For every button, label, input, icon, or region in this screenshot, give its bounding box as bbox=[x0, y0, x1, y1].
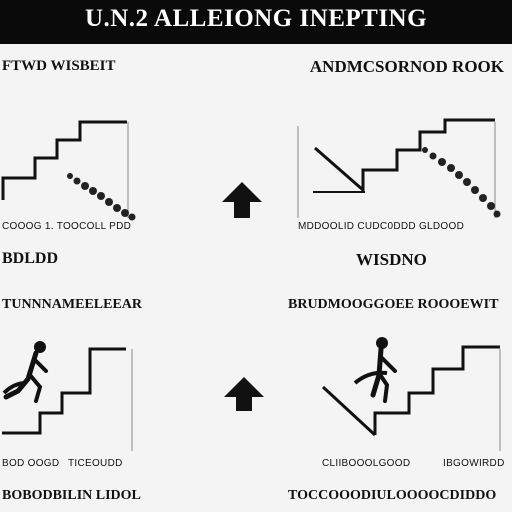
bottom-right-heading: BRUDMOOGGOEE ROOOEWIT bbox=[288, 297, 499, 312]
bottom-right-caption-b: IBGOWIRDD bbox=[443, 458, 505, 469]
footer-left: BOBODBILIN LIDOL bbox=[2, 488, 141, 503]
top-left-stair-diagram bbox=[1, 120, 136, 221]
banner-title: U.N.2 ALLEIONG INEPTING bbox=[84, 5, 428, 32]
bottom-left-heading: TUNNNAMEELEEARY bbox=[2, 297, 142, 312]
mid-left-label: BDLDD bbox=[2, 250, 59, 267]
person-climbing-icon bbox=[2, 341, 48, 403]
top-left-caption: COOOG 1. TOOCOLL PDD bbox=[2, 221, 132, 232]
top-right-stair-diagram bbox=[297, 118, 501, 218]
staircase-line bbox=[361, 118, 495, 192]
arrow-up-icon bbox=[224, 377, 264, 411]
bottom-left-stair-diagram bbox=[2, 341, 133, 451]
mid-right-label: WISDNO bbox=[356, 250, 427, 269]
dot-trail bbox=[67, 173, 136, 221]
bottom-left-caption-a: BOD OOGD bbox=[2, 458, 60, 469]
arrow-up-icon bbox=[222, 182, 262, 218]
top-left-heading: FTWD WISBEIT bbox=[2, 58, 116, 74]
staircase-line bbox=[2, 347, 126, 435]
bottom-left-caption-b: TICEOUDD bbox=[68, 458, 123, 469]
footer-right: TOCCOOODIULOOOOCDIDDO bbox=[288, 488, 497, 503]
staircase-line bbox=[373, 345, 500, 435]
bottom-right-caption-a: CLIIBOOOLGOOD bbox=[322, 458, 411, 469]
top-right-heading: ANDMCSORNOD ROOK bbox=[309, 57, 504, 76]
dot-trail bbox=[422, 147, 501, 218]
person-climbing-icon bbox=[353, 337, 397, 403]
diagonal-line bbox=[321, 385, 377, 437]
title-banner bbox=[0, 0, 512, 44]
top-right-caption: MDDOOLID CUDC0DDD GLDOOD bbox=[298, 221, 465, 232]
staircase-line bbox=[1, 120, 127, 200]
diagonal-line bbox=[314, 146, 364, 192]
bottom-right-stair-diagram bbox=[321, 337, 501, 451]
